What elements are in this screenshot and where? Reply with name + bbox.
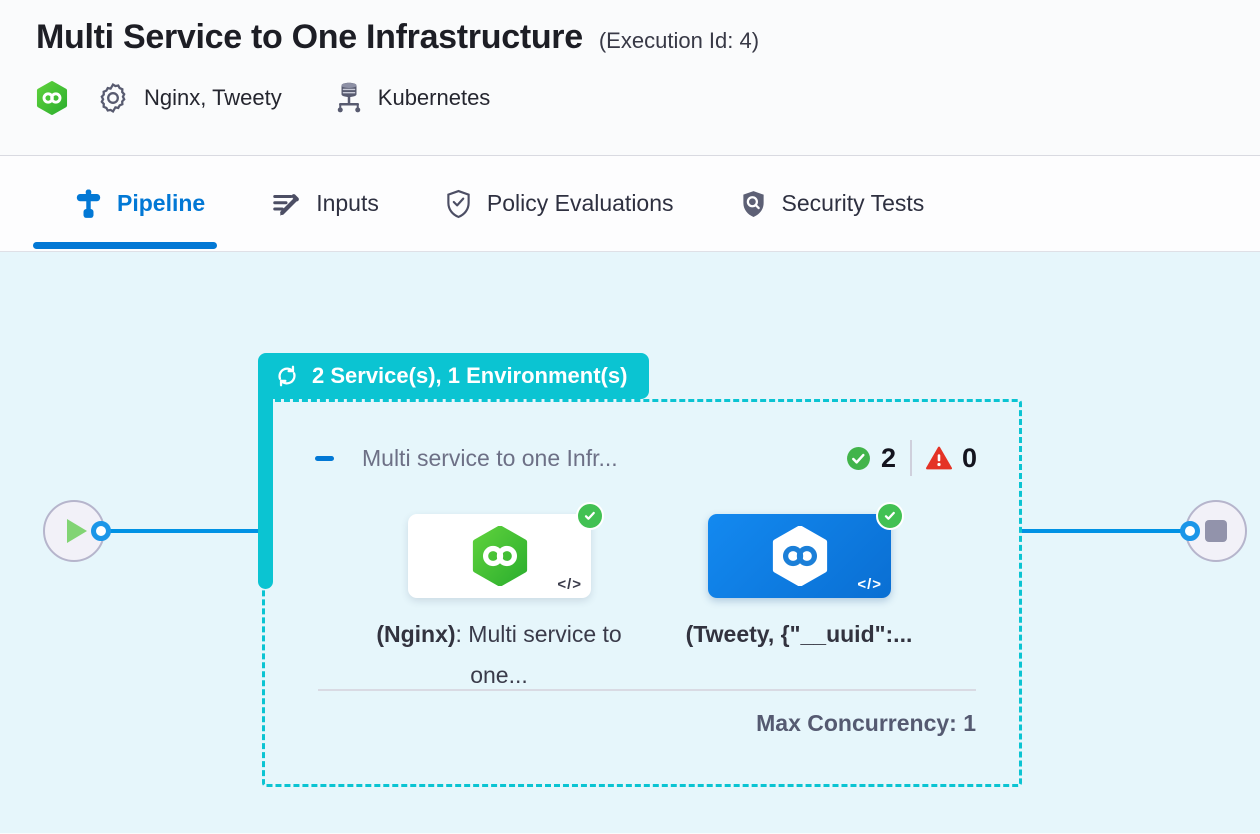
connector-line-right (1022, 529, 1190, 533)
stop-icon (1205, 520, 1227, 542)
max-concurrency-label: Max Concurrency: 1 (756, 710, 976, 736)
pipeline-end-node (1185, 500, 1247, 562)
play-icon (67, 519, 87, 543)
tab-inputs[interactable]: Inputs (271, 189, 379, 219)
active-tab-underline (33, 242, 217, 249)
error-warning-icon (925, 446, 952, 470)
tab-security-tests[interactable]: Security Tests (740, 189, 925, 219)
service-success-badge (576, 502, 604, 530)
stage-group-badge[interactable]: 2 Service(s), 1 Environment(s) (258, 353, 650, 399)
harness-service-icon-white (771, 526, 829, 586)
collapse-stage-icon[interactable] (315, 455, 334, 461)
pipeline-start-node (43, 500, 105, 562)
success-count: 2 (880, 442, 896, 473)
tab-security-tests-label: Security Tests (781, 190, 925, 216)
service-success-badge (876, 502, 904, 530)
service-node-label-nginx: (Nginx): Multi service to one... (368, 614, 630, 696)
execution-tabbar: Pipeline Inputs Policy Evaluations (0, 156, 1260, 252)
services-gear-icon (96, 81, 130, 115)
meta-row: Nginx, Tweety Kubernetes (36, 81, 1224, 115)
stage-status: 2 0 (846, 440, 977, 476)
stage-footer-divider (318, 689, 976, 691)
connector-dot-right (1180, 521, 1200, 541)
inputs-icon (271, 189, 301, 219)
stage-group-tail (258, 397, 273, 589)
stage-group-badge-label: 2 Service(s), 1 Environment(s) (312, 363, 628, 388)
tab-pipeline[interactable]: Pipeline (75, 189, 205, 219)
environment-label: Kubernetes (377, 85, 491, 110)
loop-strategy-icon (274, 363, 300, 389)
stage-title: Multi service to one Infr... (362, 444, 618, 471)
pipeline-canvas: 2 Service(s), 1 Environment(s) Multi ser… (0, 252, 1260, 833)
service-node-label-tweety: (Tweety, {"__uuid":... (668, 614, 930, 655)
security-shield-icon (740, 189, 767, 219)
service-name-bold: (Nginx) (376, 621, 456, 647)
execution-header: Multi Service to One Infrastructure (Exe… (0, 0, 1260, 156)
page-title: Multi Service to One Infrastructure (36, 18, 583, 56)
stage-header: Multi service to one Infr... 2 (315, 436, 977, 480)
service-node-tweety[interactable]: </> (708, 502, 904, 598)
code-icon: </> (857, 576, 882, 593)
harness-service-icon-green (471, 526, 529, 586)
code-icon: </> (557, 576, 582, 593)
harness-cd-module-icon (36, 81, 68, 115)
tab-policy-evaluations-label: Policy Evaluations (486, 190, 674, 216)
tab-pipeline-label: Pipeline (117, 190, 206, 216)
connector-dot-left (91, 521, 111, 541)
success-check-icon (846, 446, 871, 471)
connector-line-left (100, 529, 262, 533)
service-node-nginx[interactable]: </> (408, 502, 604, 598)
status-separator (909, 440, 912, 476)
service-name-bold: (Tweety, {"__uuid":... (685, 621, 913, 647)
error-count: 0 (961, 442, 977, 473)
tab-policy-evaluations[interactable]: Policy Evaluations (445, 189, 674, 219)
services-label: Nginx, Tweety (144, 85, 282, 110)
service-desc: : Multi service to one... (455, 621, 622, 688)
policy-shield-check-icon (445, 189, 472, 219)
pipeline-icon (75, 189, 102, 219)
title-row: Multi Service to One Infrastructure (Exe… (36, 18, 1224, 57)
tab-inputs-label: Inputs (316, 190, 379, 216)
execution-id: (Execution Id: 4) (598, 28, 760, 53)
stage-container: Multi service to one Infr... 2 (262, 399, 1022, 787)
infrastructure-icon (334, 81, 364, 115)
